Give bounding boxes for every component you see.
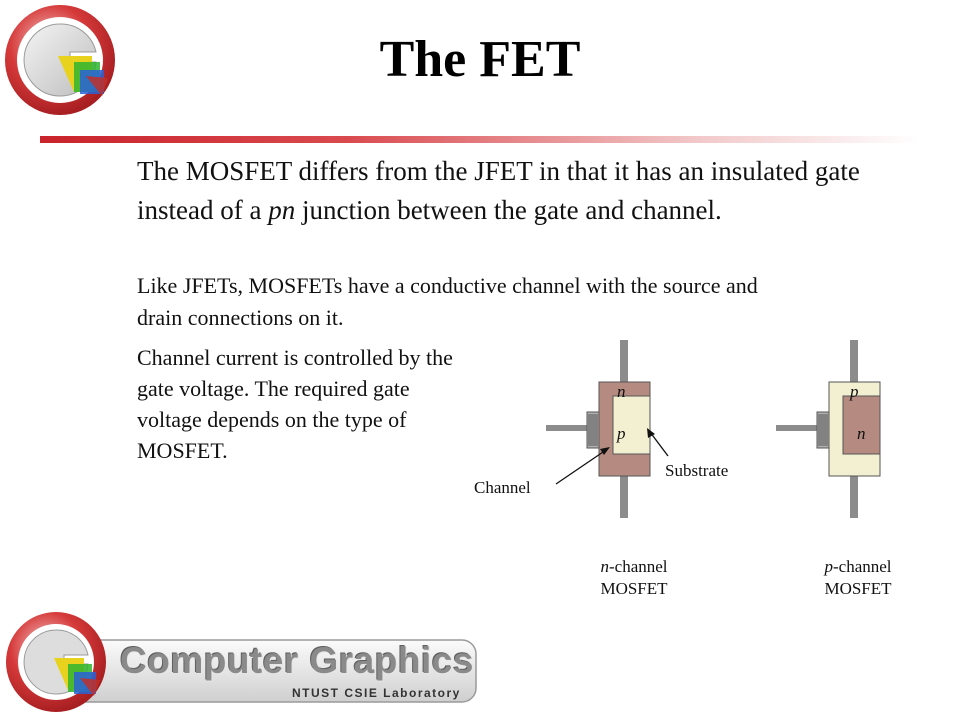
paragraph-channel-current: Channel current is controlled by the gat… [137, 345, 453, 463]
p-channel-region [828, 381, 881, 477]
footer-lab-text: NTUST CSIE Laboratory [292, 686, 461, 700]
gate-lead [776, 425, 826, 431]
logo-top-icon [5, 5, 115, 115]
substrate-pointer [649, 431, 669, 457]
paragraph-conductive-channel: Like JFETs, MOSFETs have a conductive ch… [137, 273, 758, 330]
n-device-inner-region-label: p [617, 424, 626, 443]
source-lead [620, 474, 628, 518]
footer-brand-text: Computer Graphics [120, 640, 474, 681]
n-channel-mosfet-symbol [546, 340, 669, 518]
footer-logo-icon [6, 612, 477, 712]
p-caption-em: p [824, 557, 833, 576]
n-caption-em: n [600, 557, 609, 576]
p-channel-mosfet-symbol [776, 340, 881, 518]
drain-lead [850, 340, 858, 384]
n-device-top-region-label: n [617, 382, 626, 401]
source-lead [850, 474, 858, 518]
para1-text-b: junction between the gate and channel. [295, 195, 722, 225]
gate-lead [546, 425, 596, 431]
paragraph-mosfet-difference: The MOSFET differs from the JFET in that… [137, 152, 877, 230]
page-title: The FET [379, 31, 581, 88]
n-channel-caption: n-channel MOSFET [574, 556, 694, 600]
channel-label: Channel [474, 478, 531, 497]
p-device-inner-region-label: n [857, 424, 866, 443]
channel-pointer [555, 449, 607, 485]
para1-text-a: The MOSFET differs from the JFET in that… [137, 156, 860, 225]
drain-lead [620, 340, 628, 384]
title-divider [40, 136, 920, 143]
n-channel-region [598, 381, 651, 477]
substrate-label: Substrate [665, 461, 729, 480]
n-caption-line1: -channel [608, 557, 668, 576]
p-caption-line1: -channel [832, 557, 892, 576]
n-caption-line2: MOSFET [600, 579, 668, 598]
para1-pn: pn [268, 195, 296, 225]
p-caption-line2: MOSFET [824, 579, 892, 598]
p-device-top-region-label: p [850, 382, 859, 401]
p-channel-caption: p-channel MOSFET [798, 556, 918, 600]
